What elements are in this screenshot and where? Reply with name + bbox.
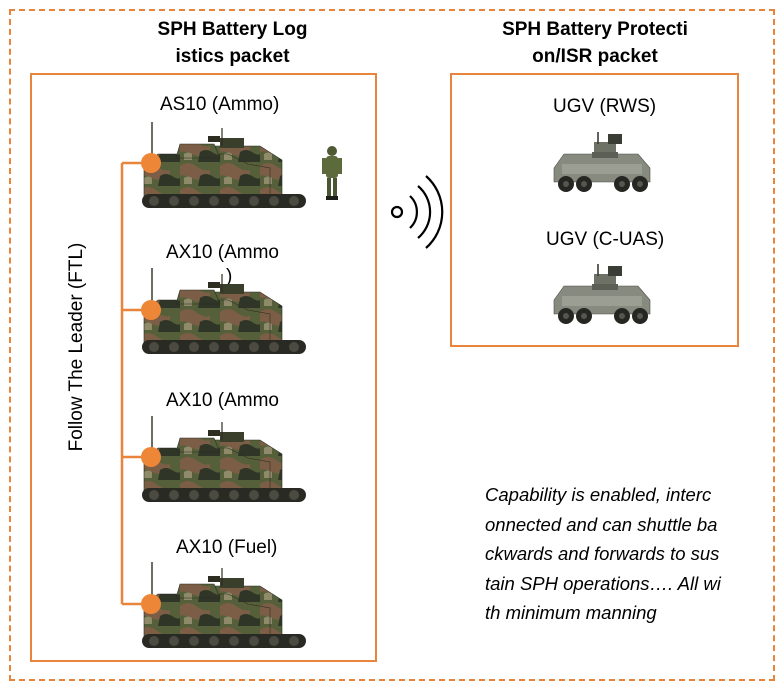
ftl-node-dot: [141, 300, 161, 320]
ugv-label-c-uas: UGV (C-UAS): [546, 229, 665, 250]
ftl-node-dot: [141, 153, 161, 173]
vehicle-label-ax10-ammo-1: AX10 (Ammo: [166, 242, 279, 263]
logistics-packet-box: [30, 73, 377, 662]
outer-dashed-frame: [9, 9, 775, 681]
protection-packet-box: [450, 73, 739, 347]
vehicle-label-fragment: ): [226, 266, 233, 287]
logistics-packet-title: SPH Battery Log istics packet: [157, 19, 308, 67]
ugv-label-rws: UGV (RWS): [553, 96, 657, 117]
vehicle-label-ax10-fuel: AX10 (Fuel): [176, 537, 278, 558]
vehicle-ax10-fuel-image: [141, 561, 307, 649]
capability-note: Capability is enabled, interc onnected a…: [485, 484, 721, 623]
protection-isr-packet-title: SPH Battery Protecti on/ISR packet: [502, 19, 688, 67]
wireless-signal-icon: [390, 175, 444, 249]
vehicle-as10-image: [141, 121, 307, 209]
ugv-c-uas-image: [553, 263, 651, 325]
ugv-rws-image: [553, 131, 651, 193]
vehicle-ax10-ammo-1-image: [141, 267, 307, 355]
ftl-node-dot: [141, 594, 161, 614]
vehicle-label-as10-ammo: AS10 (Ammo): [160, 94, 280, 115]
ftl-node-dot: [141, 447, 161, 467]
ftl-connector: [120, 161, 150, 606]
vehicle-ax10-ammo-2-image: [141, 415, 307, 503]
vehicle-label-ax10-ammo-2: AX10 (Ammo: [166, 390, 279, 411]
soldier-figure: [322, 146, 342, 200]
